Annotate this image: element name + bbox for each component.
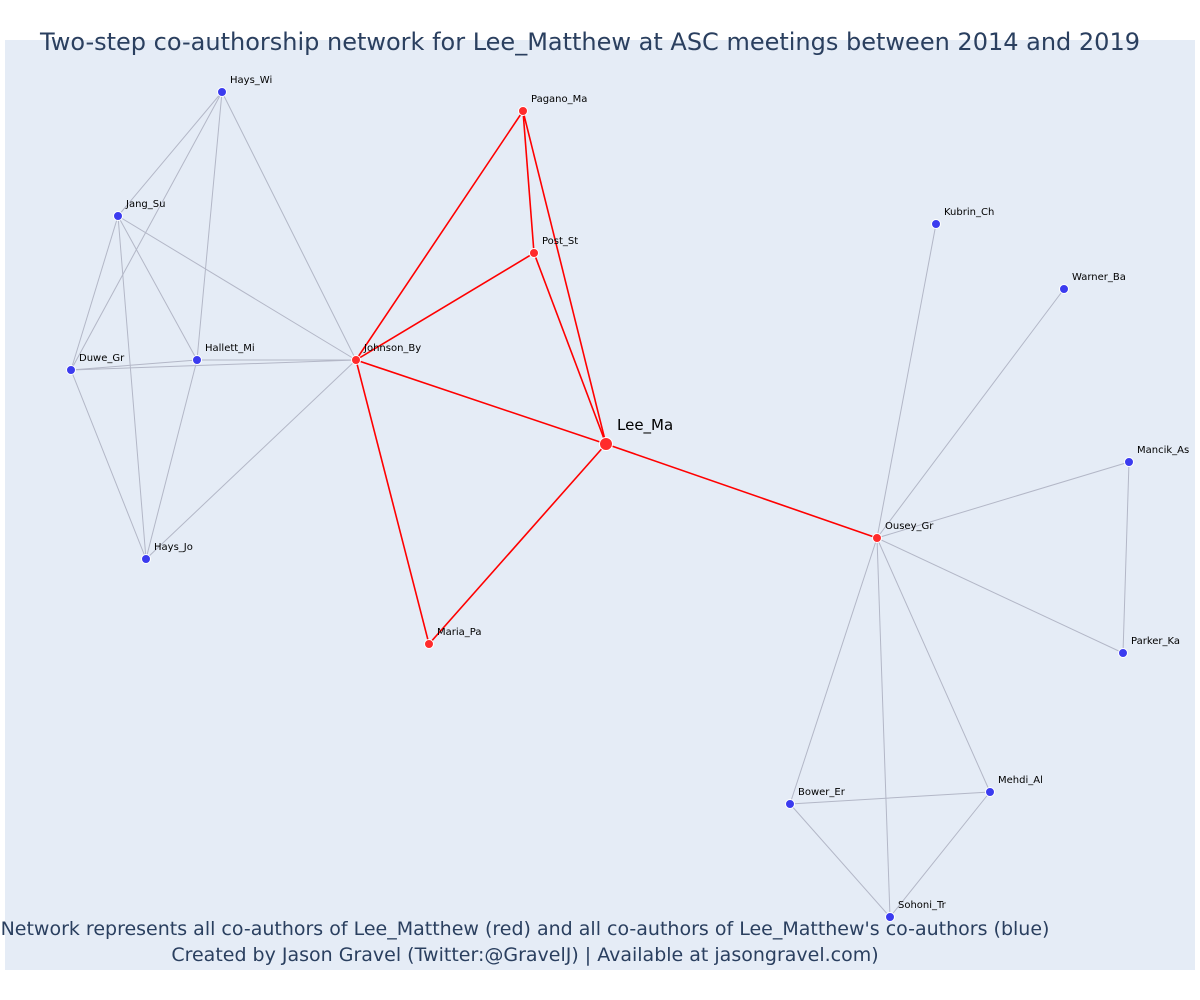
edge-Duwe_Gr-Hays_Jo (70, 369, 147, 560)
edge-Jang_Su-Hays_Jo (117, 215, 147, 560)
node-Duwe_Gr[interactable] (66, 365, 76, 375)
node-label-Lee_Ma: Lee_Ma (617, 416, 673, 435)
caption-legend-line: Network represents all co-authors of Lee… (0, 918, 1050, 940)
node-label-Mehdi_Al: Mehdi_Al (998, 775, 1043, 786)
node-Mancik_As[interactable] (1124, 457, 1134, 467)
node-Hays_Jo[interactable] (141, 554, 151, 564)
label-layer: Lee_Ma Johnson_By Pagano_MaPost_StMaria_Pa… (79, 75, 1189, 911)
edge-Hallett_Mi-Hays_Jo (145, 359, 198, 560)
edge-Hays_Wi-Hallett_Mi (196, 91, 223, 361)
node-Maria_Pa[interactable] (424, 639, 434, 649)
node-Warner_Ba[interactable] (1059, 284, 1069, 294)
edge-Johnson_By-Post_St (355, 252, 535, 361)
edge-Ousey_Gr-Mancik_As (876, 461, 1130, 539)
edge-Hays_Wi-Jang_Su (117, 91, 223, 217)
node-label-Pagano_Ma: Pagano_Ma (531, 94, 587, 105)
edge-Lee_Ma-Ousey_Gr (605, 443, 878, 539)
node-Sohoni_Tr[interactable] (885, 912, 895, 922)
edge-Jang_Su-Duwe_Gr (70, 215, 119, 371)
edge-Johnson_By-Duwe_Gr (70, 359, 357, 371)
edge-Jang_Su-Hallett_Mi (117, 215, 198, 361)
edge-Ousey_Gr-Bower_Er (789, 537, 878, 805)
edge-Duwe_Gr-Hallett_Mi (70, 359, 198, 371)
edge-Johnson_By-Hays_Jo (145, 359, 357, 560)
edge-Lee_Ma-Pagano_Ma (522, 110, 607, 445)
edge-Lee_Ma-Post_St (533, 252, 607, 445)
node-Hallett_Mi[interactable] (192, 355, 202, 365)
node-Johnson_By[interactable] (351, 355, 361, 365)
edge-Johnson_By-Maria_Pa (355, 359, 430, 645)
node-Bower_Er[interactable] (785, 799, 795, 809)
node-Kubrin_Ch[interactable] (931, 219, 941, 229)
edge-Lee_Ma-Johnson_By (355, 359, 607, 445)
edge-Mancik_As-Parker_Ka (1122, 461, 1130, 654)
node-label-Parker_Ka: Parker_Ka (1131, 636, 1180, 647)
node-Mehdi_Al[interactable] (985, 787, 995, 797)
node-Hays_Wi[interactable] (217, 87, 227, 97)
node-label-Kubrin_Ch: Kubrin_Ch (944, 207, 994, 218)
node-label-Jang_Su: Jang_Su (125, 199, 165, 210)
node-label-Hallett_Mi: Hallett_Mi (205, 343, 255, 354)
edge-Ousey_Gr-Mehdi_Al (876, 537, 991, 793)
node-Lee_Ma[interactable] (599, 437, 613, 451)
node-label-Hays_Jo: Hays_Jo (154, 542, 193, 553)
edge-Bower_Er-Sohoni_Tr (789, 803, 891, 918)
node-label-Ousey_Gr: Ousey_Gr (885, 521, 934, 532)
node-label-Warner_Ba: Warner_Ba (1072, 272, 1126, 283)
node-Pagano_Ma[interactable] (518, 106, 528, 116)
edge-Hays_Wi-Duwe_Gr (70, 91, 223, 371)
node-label-Sohoni_Tr: Sohoni_Tr (898, 900, 947, 911)
node-Parker_Ka[interactable] (1118, 648, 1128, 658)
edge-Ousey_Gr-Sohoni_Tr (876, 537, 891, 918)
edge-Ousey_Gr-Warner_Ba (876, 288, 1065, 539)
edge-Johnson_By-Pagano_Ma (355, 110, 524, 361)
caption-credit-line: Created by Jason Gravel (Twitter:@Gravel… (171, 944, 879, 966)
node-Post_St[interactable] (529, 248, 539, 258)
node-label-Post_St: Post_St (542, 236, 578, 247)
node-label-Mancik_As: Mancik_As (1137, 445, 1189, 456)
node-label-Bower_Er: Bower_Er (798, 787, 846, 798)
node-Ousey_Gr[interactable] (872, 533, 882, 543)
edge-Ousey_Gr-Parker_Ka (876, 537, 1124, 654)
node-label-Duwe_Gr: Duwe_Gr (79, 353, 125, 364)
edge-layer (70, 91, 1130, 918)
node-layer (66, 87, 1134, 922)
chart-title: Two-step co-authorship network for Lee_M… (40, 28, 1140, 56)
node-label-Johnson_By: Johnson_By (363, 343, 421, 354)
edge-Pagano_Ma-Post_St (522, 110, 535, 254)
node-label-Hays_Wi: Hays_Wi (230, 75, 272, 86)
edge-Johnson_By-Jang_Su (117, 215, 357, 361)
edge-Mehdi_Al-Sohoni_Tr (889, 791, 991, 918)
edge-Johnson_By-Hays_Wi (221, 91, 357, 361)
edge-Mehdi_Al-Bower_Er (789, 791, 991, 805)
node-label-Maria_Pa: Maria_Pa (437, 627, 481, 638)
edge-Ousey_Gr-Kubrin_Ch (876, 223, 937, 539)
node-Jang_Su[interactable] (113, 211, 123, 221)
network-graph: Lee_Ma Johnson_By Pagano_MaPost_StMaria_Pa… (66, 75, 1189, 922)
edge-Lee_Ma-Maria_Pa (428, 443, 607, 645)
